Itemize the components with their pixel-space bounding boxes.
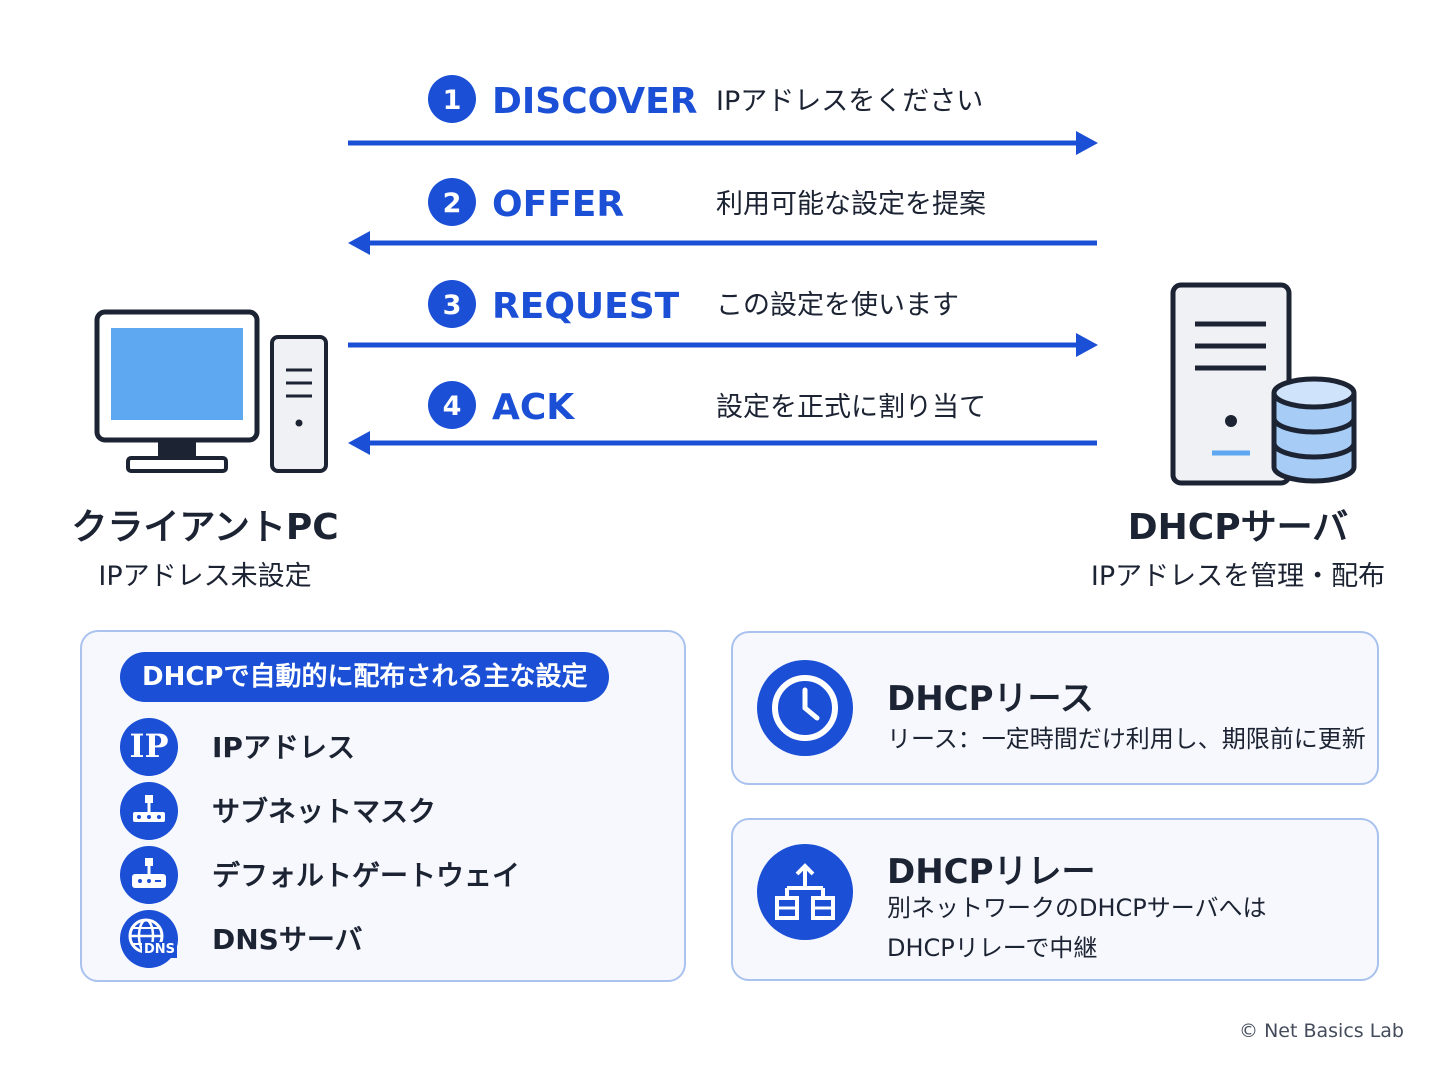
setting-label: DNSサーバ [212,923,363,956]
database-icon [1271,376,1357,484]
dhcp-server-icon [1170,282,1357,486]
lease-title: DHCPリース [887,679,1094,719]
step-number-badge [428,178,476,226]
message-label: OFFER [492,184,624,225]
settings-panel: DHCPで自動的に配布される主な設定 IP IPアドレス サブネットマスク [80,630,686,982]
step-number-badge [428,75,476,123]
server-subtitle: IPアドレスを管理・配布 [1090,561,1386,592]
step-number: 2 [443,188,462,219]
relay-description-line1: 別ネットワークのDHCPサーバへは [887,894,1267,922]
setting-item-ip: IP IPアドレス [120,718,660,776]
setting-label: IPアドレス [212,731,355,764]
arrowhead-left-icon [348,231,370,255]
server-title: DHCPサーバ [1127,507,1349,548]
lease-panel: DHCPリース リース：一定時間だけ利用し、期限前に更新 [731,631,1379,785]
message-discover: 1 DISCOVER IPアドレスをください [348,75,1098,155]
dhcp-flow-diagram: 1 DISCOVER IPアドレスをください 2 OFFER 利用可能な設定を提… [94,75,1357,486]
arrowhead-right-icon [1076,333,1098,357]
message-label: ACK [492,387,575,428]
client-title: クライアントPC [71,507,339,548]
arrowhead-right-icon [1076,131,1098,155]
hierarchy-icon [757,844,853,940]
ip-icon: IP [120,718,178,776]
message-label: DISCOVER [492,81,697,122]
step-number: 1 [443,85,462,116]
lease-description: リース：一定時間だけ利用し、期限前に更新 [887,725,1366,753]
setting-label: サブネットマスク [212,795,437,828]
clock-icon [757,660,853,756]
settings-heading: DHCPで自動的に配布される主な設定 [120,652,610,702]
step-number: 3 [443,290,462,321]
message-label: REQUEST [492,286,680,327]
client-pc-icon [94,309,328,473]
client-subtitle: IPアドレス未設定 [98,561,312,592]
setting-item-gateway: デフォルトゲートウェイ [120,846,660,904]
subnet-icon [120,782,178,840]
setting-item-dns: DNS DNSサーバ [120,910,660,968]
arrowhead-left-icon [348,431,370,455]
step-number-badge [428,381,476,429]
step-number: 4 [443,391,462,422]
relay-title: DHCPリレー [887,852,1096,892]
relay-description-line2: DHCPリレーで中継 [887,934,1098,962]
setting-item-subnet: サブネットマスク [120,782,660,840]
copyright: © Net Basics Lab [1239,1020,1404,1042]
message-description: IPアドレスをください [716,86,983,117]
message-description: 利用可能な設定を提案 [716,189,986,220]
setting-label: デフォルトゲートウェイ [212,859,521,892]
step-number-badge [428,280,476,328]
dns-icon-text: DNS [142,942,178,958]
message-request: 3 REQUEST この設定を使います [348,280,1098,357]
message-description: 設定を正式に割り当て [716,392,986,423]
message-description: この設定を使います [716,290,959,321]
message-offer: 2 OFFER 利用可能な設定を提案 [348,178,1097,255]
ip-icon-text: IP [129,727,169,765]
router-icon [120,846,178,904]
relay-panel: DHCPリレー 別ネットワークのDHCPサーバへは DHCPリレーで中継 [731,818,1379,981]
globe-dns-icon: DNS [120,910,178,968]
message-ack: 4 ACK 設定を正式に割り当て [348,381,1097,455]
